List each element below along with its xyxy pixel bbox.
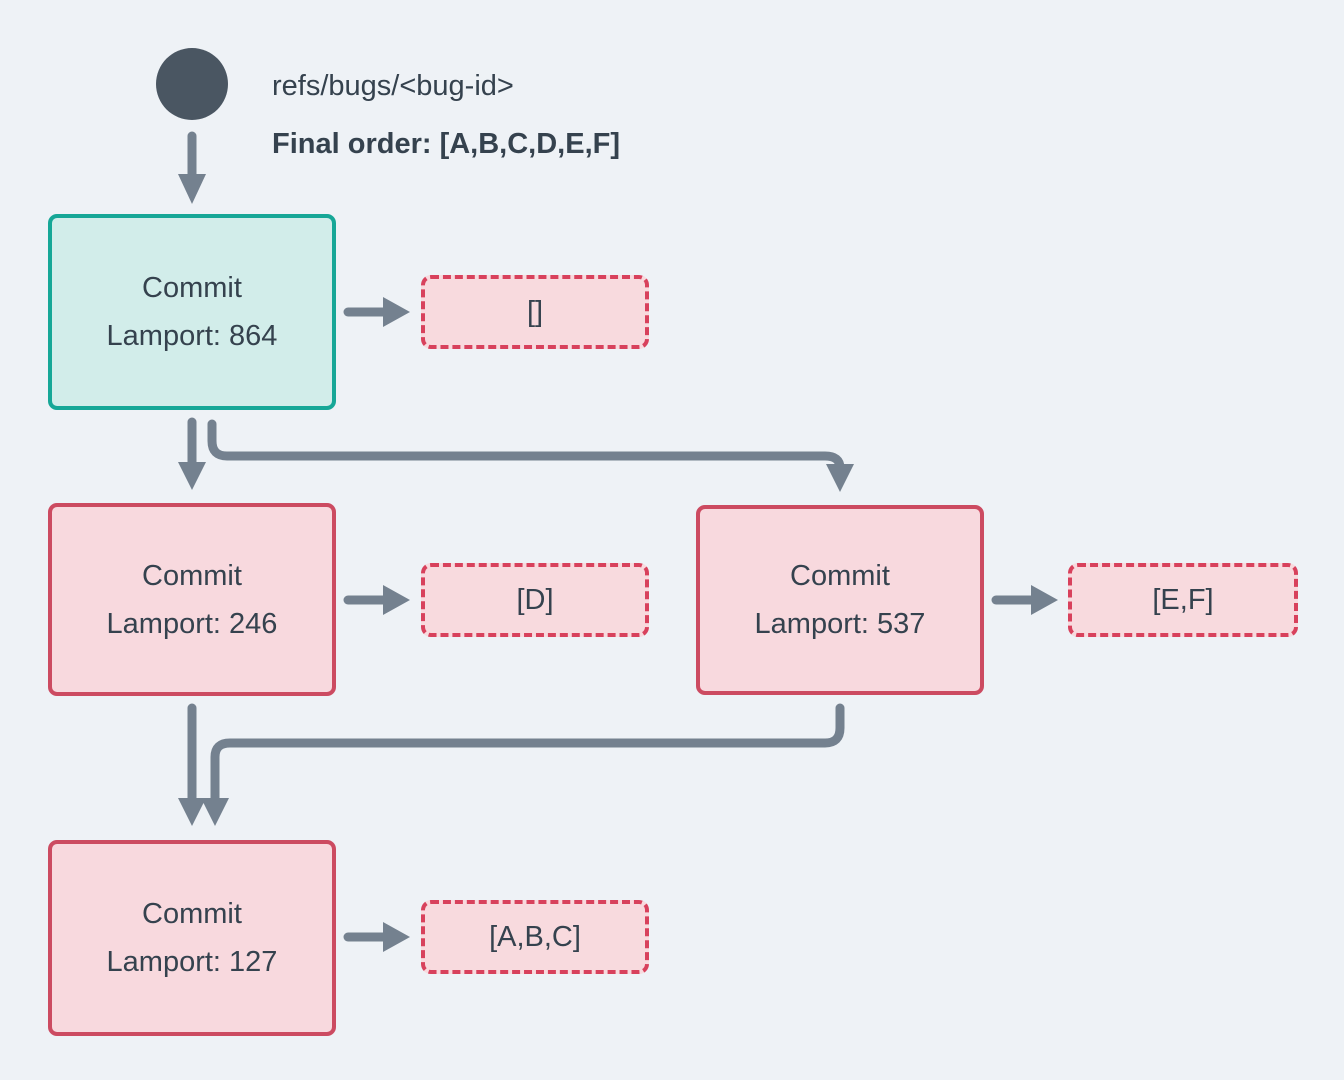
edge-864-to-537 [207,419,854,492]
commit-lamport: Lamport: 864 [106,320,278,352]
payload-box-127: [A,B,C] [421,900,649,974]
ref-circle-icon [156,48,228,120]
commit-node-127: Commit Lamport: 127 [48,840,336,1036]
commit-title: Commit [142,898,242,930]
edge-127-to-payload [343,922,410,952]
payload-label: [E,F] [1152,583,1214,616]
edge-537-to-payload [991,585,1058,615]
edge-864-to-246 [178,417,206,490]
ref-label: refs/bugs/<bug-id> [272,70,514,102]
payload-box-537: [E,F] [1068,563,1298,637]
payload-box-864: [] [421,275,649,349]
edge-537-to-127 [201,703,845,826]
edge-246-to-payload [343,585,410,615]
commit-node-864: Commit Lamport: 864 [48,214,336,410]
commit-lamport: Lamport: 246 [106,607,278,640]
payload-label: [A,B,C] [489,920,581,953]
edge-ref-to-864 [178,131,206,204]
commit-title: Commit [142,559,242,592]
payload-box-246: [D] [421,563,649,637]
payload-label: [] [526,295,544,328]
commit-lamport: Lamport: 127 [106,946,278,978]
commit-node-246: Commit Lamport: 246 [48,503,336,696]
commit-title: Commit [790,560,890,592]
payload-label: [D] [516,583,554,616]
edge-864-to-payload [343,297,410,327]
edge-246-to-127 [178,703,206,826]
commit-title: Commit [142,272,242,304]
commit-node-537: Commit Lamport: 537 [696,505,984,695]
commit-lamport: Lamport: 537 [754,608,926,640]
final-order-label: Final order: [A,B,C,D,E,F] [272,128,620,160]
